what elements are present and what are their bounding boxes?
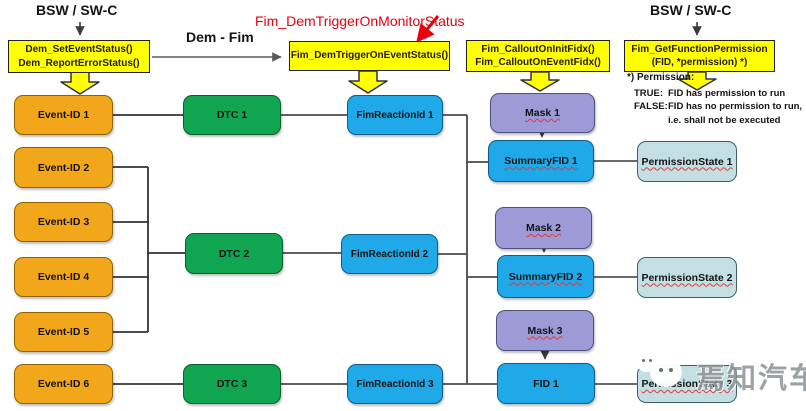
node-permissionstate-2: PermissionState 2 xyxy=(637,257,737,298)
node-dtc-3: DTC 3 xyxy=(183,364,281,404)
mask-1-label: Mask 1 xyxy=(524,107,561,119)
node-fid-1: FID 1 xyxy=(497,363,595,404)
node-mask-3: Mask 3 xyxy=(496,310,594,351)
node-event-id-6: Event-ID 6 xyxy=(14,364,113,404)
node-mask-2: Mask 2 xyxy=(495,207,592,249)
mask-3-label: Mask 3 xyxy=(527,324,563,337)
block-arrow-dem-to-event xyxy=(60,71,100,95)
annotation-fim-demtriggeronmonitorstatus: Fim_DemTriggerOnMonitorStatus xyxy=(255,13,465,29)
legend-false-label: FALSE: xyxy=(634,101,668,113)
node-event-id-3: Event-ID 3 xyxy=(14,202,113,242)
api-box-fim-trigger: Fim_DemTriggerOnEventStatus() xyxy=(289,41,450,71)
summaryfid-2-label: SummaryFID 2 xyxy=(508,270,583,283)
api-fim-callout-line1: Fim_CalloutOnInitFidx() xyxy=(481,43,595,55)
header-bsw-swc-left: BSW / SW-C xyxy=(36,2,118,18)
permissionstate-1-label: PermissionState 1 xyxy=(641,155,733,168)
permission-note-marker: *) Permission: xyxy=(627,72,695,83)
wechat-logo-icon xyxy=(634,350,696,394)
legend-false-text: FID has no permission to run, xyxy=(668,101,803,113)
label-dem-fim: Dem - Fim xyxy=(186,29,254,45)
legend-spacer xyxy=(634,114,668,127)
node-fimreactionid-1: FimReactionId 1 xyxy=(347,95,443,135)
legend-row-false2: i.e. shall not be executed xyxy=(634,114,806,127)
red-annotation-arrow xyxy=(416,15,440,43)
watermark: 焉知汽车 xyxy=(634,350,806,397)
node-summaryfid-1: SummaryFID 1 xyxy=(488,140,594,182)
api-fim-trigger-line1: Fim_DemTriggerOnEventStatus() xyxy=(290,50,449,62)
node-event-id-5: Event-ID 5 xyxy=(14,312,113,352)
watermark-text: 焉知汽车 xyxy=(696,363,806,395)
api-fim-getpermission-line1: Fim_GetFunctionPermission xyxy=(631,43,768,55)
node-mask-1: Mask 1 xyxy=(490,93,595,133)
mask-2-label: Mask 2 xyxy=(525,222,562,234)
node-fimreactionid-2: FimReactionId 2 xyxy=(341,234,438,274)
node-dtc-1: DTC 1 xyxy=(183,95,281,135)
api-dem-line2: Dem_ReportErrorStatus() xyxy=(18,57,140,69)
node-fimreactionid-3: FimReactionId 3 xyxy=(347,364,443,404)
node-event-id-4: Event-ID 4 xyxy=(14,257,113,297)
api-fim-callout-line2: Fim_CalloutOnEventFidx() xyxy=(475,57,601,68)
permissionstate-2-label: PermissionState 2 xyxy=(641,271,733,284)
header-bsw-swc-right: BSW / SW-C xyxy=(650,2,732,18)
permission-legend: TRUE: FID has permission to run FALSE: F… xyxy=(634,87,806,127)
node-dtc-2: DTC 2 xyxy=(185,233,283,274)
node-event-id-2: Event-ID 2 xyxy=(14,147,113,188)
api-box-dem: Dem_SetEventStatus() Dem_ReportErrorStat… xyxy=(8,40,150,73)
block-arrow-callout-to-mask xyxy=(520,71,560,92)
wechat-bubble-large xyxy=(650,358,682,387)
block-arrow-trigger-to-reaction xyxy=(348,70,388,94)
api-box-fim-getpermission: Fim_GetFunctionPermission (FID, *permiss… xyxy=(624,40,775,72)
summaryfid-1-label: SummaryFID 1 xyxy=(504,155,578,167)
node-permissionstate-1: PermissionState 1 xyxy=(637,141,737,182)
legend-true-label: TRUE: xyxy=(634,88,664,99)
block-arrow-getpermission xyxy=(677,71,717,91)
legend-row-true: TRUE: FID has permission to run xyxy=(634,87,806,100)
legend-true-text: FID has permission to run xyxy=(668,88,786,99)
legend-false-text2: i.e. shall not be executed xyxy=(668,114,781,126)
legend-row-false: FALSE: FID has no permission to run, xyxy=(634,100,806,113)
api-dem-line1: Dem_SetEventStatus() xyxy=(25,44,133,56)
api-fim-getpermission-line2: (FID, *permission) *) xyxy=(651,57,748,68)
api-box-fim-callout: Fim_CalloutOnInitFidx() Fim_CalloutOnEve… xyxy=(466,40,610,72)
node-event-id-1: Event-ID 1 xyxy=(14,95,113,135)
node-summaryfid-2: SummaryFID 2 xyxy=(497,255,594,298)
